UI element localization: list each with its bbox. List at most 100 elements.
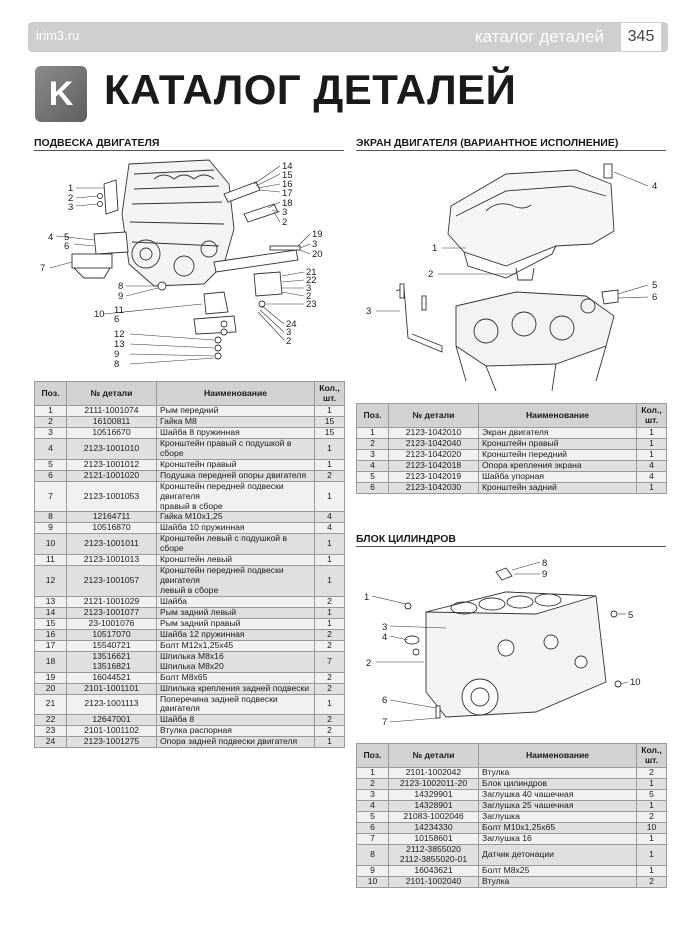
row-part-name: Кронштейн левый xyxy=(156,554,315,567)
row-qty: 1 xyxy=(314,565,345,597)
row-qty: 4 xyxy=(314,511,345,524)
row-part-number: 2123-1042018 xyxy=(388,460,479,472)
row-pos: 5 xyxy=(356,471,389,483)
row-pos: 16 xyxy=(34,628,67,641)
screen-callout: 2 xyxy=(428,269,433,280)
row-part-name: Опора задней подвески двигателя xyxy=(156,736,315,749)
row-part-name: Шайба упорная xyxy=(478,471,637,483)
row-qty: 2 xyxy=(314,469,345,482)
suspension-callout: 13 xyxy=(114,339,125,350)
row-part-name: Шпилька М8х16 Шпилька М8х20 xyxy=(156,650,315,673)
row-part-name: Шайба 8 xyxy=(156,714,315,727)
row-qty: 1 xyxy=(314,458,345,471)
row-qty: 1 xyxy=(314,617,345,630)
suspension-callout: 22 xyxy=(306,275,317,286)
row-part-number: 2123-1001077 xyxy=(66,606,157,619)
row-part-name: Болт М8х65 xyxy=(156,671,315,684)
row-pos: 6 xyxy=(34,469,67,482)
row-qty: 7 xyxy=(314,650,345,673)
row-qty: 5 xyxy=(636,789,667,801)
row-part-name: Заглушка 16 xyxy=(478,833,637,845)
row-pos: 24 xyxy=(34,736,67,749)
row-part-number: 2123-1001053 xyxy=(66,480,157,513)
row-part-name: Шайба 10 пружинная xyxy=(156,522,315,535)
suspension-callout: 3 xyxy=(68,202,73,213)
suspension-section-title: ПОДВЕСКА ДВИГАТЕЛЯ xyxy=(34,137,160,149)
row-pos: 18 xyxy=(34,650,67,673)
row-qty: 10 xyxy=(636,822,667,834)
col-qty: Кол., шт. xyxy=(636,403,667,428)
row-part-name: Гайка М8 xyxy=(156,416,315,428)
row-part-number: 2101-1002042 xyxy=(388,767,479,779)
row-part-name: Кронштейн задний xyxy=(478,482,637,494)
row-part-name: Кронштейн передней подвески двигателя пр… xyxy=(156,480,315,513)
row-qty: 2 xyxy=(636,875,667,888)
row-qty: 2 xyxy=(314,595,345,608)
suspension-callout: 5 xyxy=(64,232,69,243)
screen-callout: 1 xyxy=(432,243,437,254)
row-pos: 8 xyxy=(356,844,389,866)
col-part: № детали xyxy=(66,381,157,406)
suspension-callout: 9 xyxy=(118,291,123,302)
row-part-name: Кронштейн левый с подушкой в сборе xyxy=(156,533,315,556)
row-part-name: Подушка передней опоры двигателя xyxy=(156,469,315,482)
row-qty: 15 xyxy=(314,416,345,428)
row-pos: 5 xyxy=(356,811,389,823)
row-qty: 2 xyxy=(636,767,667,779)
row-part-number: 2101-1001101 xyxy=(66,682,157,695)
suspension-callout: 2 xyxy=(286,336,291,347)
row-part-name: Рым передний xyxy=(156,405,315,417)
row-qty: 2 xyxy=(314,639,345,652)
row-part-number: 12164711 xyxy=(66,511,157,524)
row-part-number: 2101-1001102 xyxy=(66,725,157,738)
row-pos: 7 xyxy=(356,833,389,845)
row-qty: 1 xyxy=(314,736,345,749)
row-part-name: Шайба 12 пружинная xyxy=(156,628,315,641)
row-qty: 2 xyxy=(314,628,345,641)
row-part-number: 13516621 13516821 xyxy=(66,650,157,673)
row-pos: 10 xyxy=(34,533,67,556)
row-qty: 1 xyxy=(636,449,667,461)
row-pos: 20 xyxy=(34,682,67,695)
row-qty: 1 xyxy=(636,438,667,450)
row-part-number: 2123-1042010 xyxy=(388,427,479,439)
row-pos: 4 xyxy=(356,800,389,812)
row-part-name: Опора крепления экрана xyxy=(478,460,637,472)
row-part-name: Рым задний правый xyxy=(156,617,315,630)
row-part-name: Кронштейн передний xyxy=(478,449,637,461)
row-pos: 15 xyxy=(34,617,67,630)
row-part-name: Рым задний левый xyxy=(156,606,315,619)
row-pos: 3 xyxy=(34,427,67,439)
block-section-title: БЛОК ЦИЛИНДРОВ xyxy=(356,533,456,545)
row-part-name: Кронштейн передней подвески двигателя ле… xyxy=(156,565,315,597)
row-part-number: 21083-1002046 xyxy=(388,811,479,823)
suspension-callout: 19 xyxy=(312,229,323,240)
row-part-name: Втулка xyxy=(478,767,637,779)
suspension-callout: 16 xyxy=(282,179,293,190)
row-part-number: 2101-1002040 xyxy=(388,875,479,888)
row-part-name: Кронштейн правый xyxy=(156,458,315,471)
row-pos: 11 xyxy=(34,554,67,567)
row-part-name: Шайба xyxy=(156,595,315,608)
row-part-name: Кронштейн правый с подушкой в сборе xyxy=(156,438,315,460)
row-pos: 8 xyxy=(34,511,67,524)
block-callout: 6 xyxy=(382,695,387,706)
row-part-name: Экран двигателя xyxy=(478,427,637,439)
suspension-callout: 2 xyxy=(282,217,287,228)
suspension-callout: 2 xyxy=(306,291,311,302)
site-name[interactable]: irim3.ru xyxy=(36,28,80,43)
row-part-number: 2123-1001057 xyxy=(66,565,157,597)
col-pos: Поз. xyxy=(34,381,67,406)
